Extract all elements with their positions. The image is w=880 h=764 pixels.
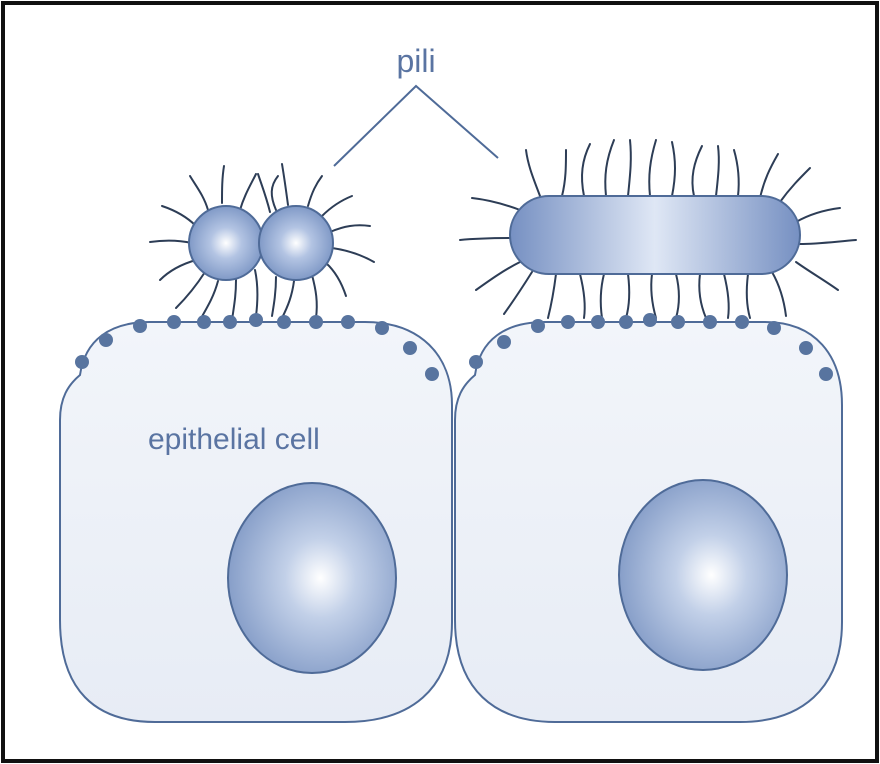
nucleus-right	[619, 480, 787, 670]
nucleus-left	[228, 483, 396, 673]
coccus-bacterium-1	[189, 206, 263, 280]
rod-bacterium	[510, 196, 800, 274]
pili-label: pili	[396, 43, 435, 79]
coccus-bacterium-2	[259, 206, 333, 280]
epithelial-cell-label: epithelial cell	[148, 423, 320, 456]
